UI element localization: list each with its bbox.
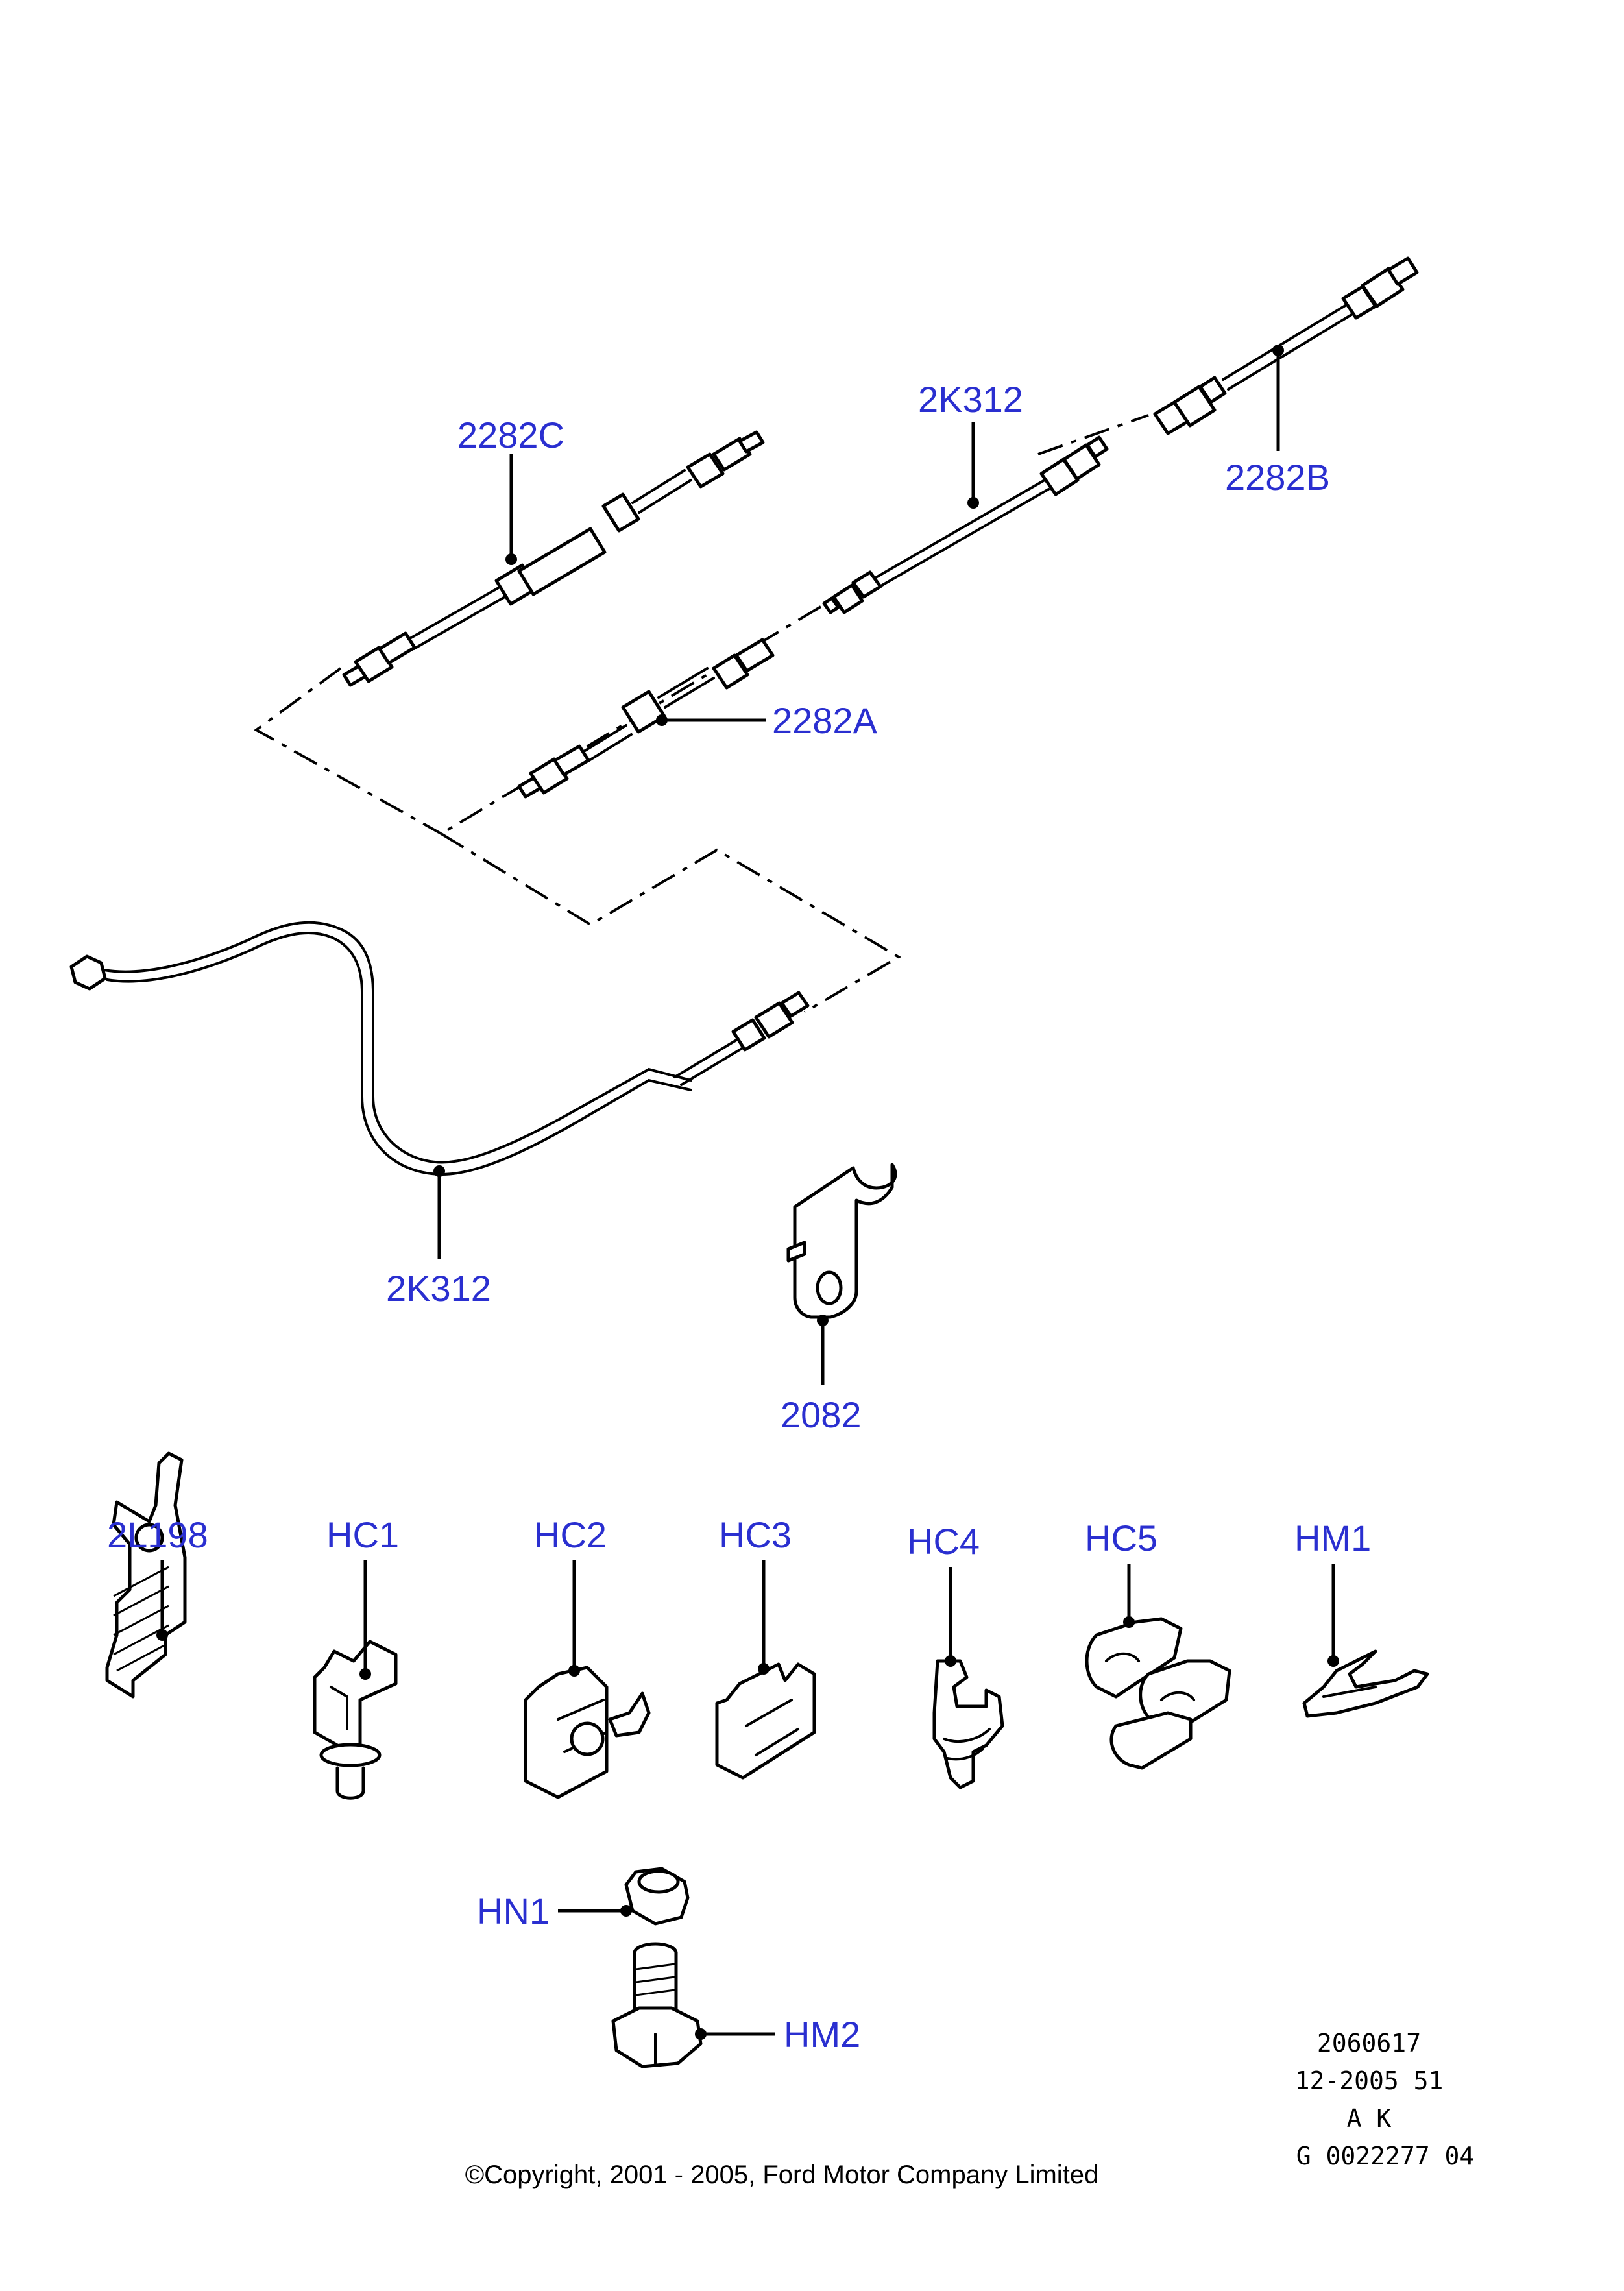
bolt-hm2 <box>611 1942 703 2068</box>
label-2k312-bottom: 2K312 <box>386 1268 491 1309</box>
callouts: 2282C 2K312 2282B 2282A 2K312 2082 2L198… <box>107 345 1371 2055</box>
clip-hm1 <box>1302 1649 1429 1718</box>
clip-hc3 <box>715 1662 816 1780</box>
label-hc2: HC2 <box>534 1514 607 1555</box>
reference-block: 2060617 12-2005 51 A K G 0022277 04 <box>1295 2029 1475 2170</box>
hose-2282b <box>1153 256 1419 435</box>
label-hc3: HC3 <box>719 1514 792 1555</box>
label-hc5: HC5 <box>1085 1518 1157 1558</box>
bracket-2082 <box>786 1163 897 1319</box>
reference-line-3: A K <box>1347 2104 1392 2133</box>
pipe-2k312-long <box>69 921 810 1176</box>
label-2l198: 2L198 <box>107 1514 208 1555</box>
hose-2282a <box>517 638 775 799</box>
label-2282c: 2282C <box>457 415 564 455</box>
reference-line-2: 12-2005 51 <box>1295 2067 1444 2095</box>
label-hc4: HC4 <box>907 1521 980 1562</box>
label-hm2: HM2 <box>784 2014 860 2055</box>
label-2282b: 2282B <box>1225 457 1330 498</box>
clip-hc4 <box>932 1659 1004 1789</box>
clip-hc1 <box>313 1640 398 1800</box>
reference-line-1: 2060617 <box>1317 2029 1421 2057</box>
label-2082: 2082 <box>781 1394 862 1435</box>
connection-lines <box>254 414 1149 1013</box>
hose-2282c <box>342 430 765 687</box>
label-2282a: 2282A <box>772 700 878 741</box>
label-hc1: HC1 <box>326 1514 399 1555</box>
clip-2l198 <box>105 1451 187 1699</box>
clip-hc5 <box>1085 1617 1231 1770</box>
clip-hc2 <box>524 1666 651 1799</box>
nut-hn1 <box>624 1867 690 1926</box>
label-2k312-top: 2K312 <box>918 379 1023 420</box>
label-hm1: HM1 <box>1294 1518 1371 1558</box>
reference-line-4: G 0022277 04 <box>1296 2142 1475 2170</box>
copyright-notice: ©Copyright, 2001 - 2005, Ford Motor Comp… <box>465 2161 1099 2189</box>
label-hn1: HN1 <box>477 1891 550 1932</box>
pipe-2k312-top <box>822 435 1109 614</box>
